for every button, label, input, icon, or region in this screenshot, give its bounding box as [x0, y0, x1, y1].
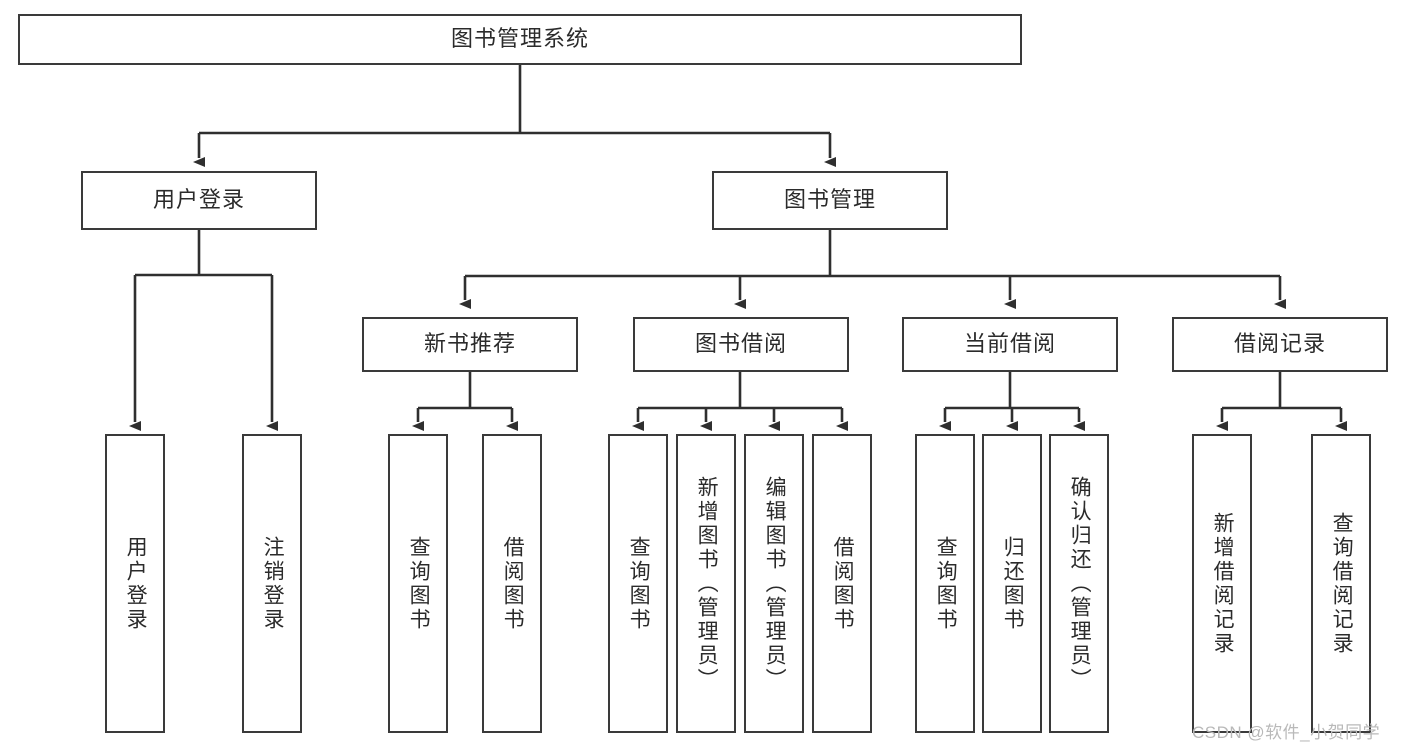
node-label: 图书管理: [783, 187, 876, 213]
node-new-book-recommend[interactable]: 新书推荐: [362, 317, 578, 372]
node-label: 当前借阅: [963, 331, 1056, 357]
node-user-login[interactable]: 用户登录: [81, 171, 317, 230]
leaf-book-borrow-borrow-book[interactable]: 借阅图书: [812, 434, 872, 733]
node-label: 查询图书: [934, 535, 958, 632]
node-label: 确认归还（管理员）: [1068, 475, 1092, 692]
csdn-watermark: CSDN @软件_小贺同学: [1192, 723, 1381, 742]
node-book-management[interactable]: 图书管理: [712, 171, 948, 230]
leaf-new-book-query-book[interactable]: 查询图书: [388, 434, 448, 733]
node-borrow-record[interactable]: 借阅记录: [1172, 317, 1388, 372]
node-label: 归还图书: [1001, 535, 1025, 632]
leaf-current-borrow-confirm-return-admin[interactable]: 确认归还（管理员）: [1049, 434, 1109, 733]
node-label: 借阅记录: [1233, 331, 1326, 357]
node-label: 查询借阅记录: [1330, 511, 1354, 656]
leaf-book-borrow-edit-book-admin[interactable]: 编辑图书（管理员）: [744, 434, 804, 733]
leaf-borrow-record-query-record[interactable]: 查询借阅记录: [1311, 434, 1371, 733]
leaf-borrow-record-add-record[interactable]: 新增借阅记录: [1192, 434, 1252, 733]
leaf-new-book-borrow-book[interactable]: 借阅图书: [482, 434, 542, 733]
node-label: 用户登录: [124, 535, 148, 632]
leaf-book-borrow-query-book[interactable]: 查询图书: [608, 434, 668, 733]
node-label: 注销登录: [261, 535, 285, 632]
node-current-borrow[interactable]: 当前借阅: [902, 317, 1118, 372]
node-label: 新书推荐: [423, 331, 516, 357]
node-label: 查询图书: [627, 535, 651, 632]
node-label: 图书管理系统: [450, 26, 589, 52]
node-label: 图书借阅: [694, 331, 787, 357]
node-label: 用户登录: [152, 187, 245, 213]
node-root-book-management-system[interactable]: 图书管理系统: [18, 14, 1022, 65]
node-label: 编辑图书（管理员）: [763, 475, 787, 692]
node-label: 新增图书（管理员）: [695, 475, 719, 692]
node-label: 新增借阅记录: [1211, 511, 1235, 656]
leaf-user-login-signout[interactable]: 注销登录: [242, 434, 302, 733]
node-label: 借阅图书: [831, 535, 855, 632]
node-label: 查询图书: [407, 535, 431, 632]
node-label: 借阅图书: [501, 535, 525, 632]
leaf-current-borrow-query-book[interactable]: 查询图书: [915, 434, 975, 733]
node-book-borrow[interactable]: 图书借阅: [633, 317, 849, 372]
leaf-current-borrow-return-book[interactable]: 归还图书: [982, 434, 1042, 733]
leaf-book-borrow-add-book-admin[interactable]: 新增图书（管理员）: [676, 434, 736, 733]
leaf-user-login-signin[interactable]: 用户登录: [105, 434, 165, 733]
